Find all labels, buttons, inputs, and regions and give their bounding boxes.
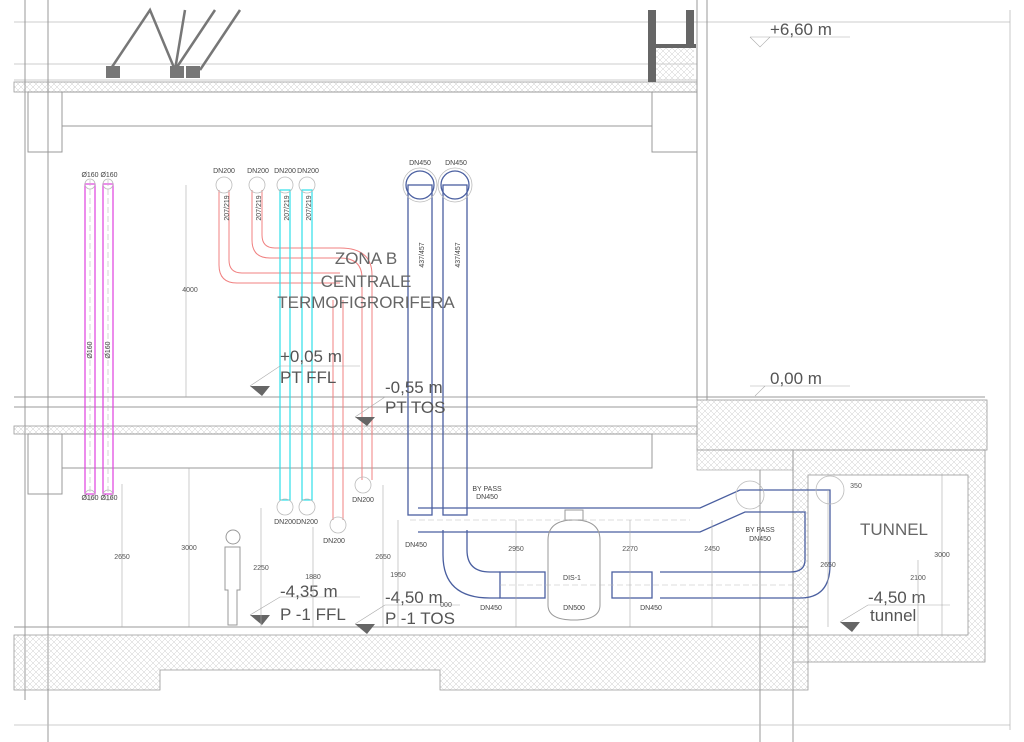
level-tunnel: -4,50 m — [868, 588, 926, 607]
pipes-d160 — [84, 178, 114, 501]
level-ground: 0,00 m — [770, 369, 822, 388]
level-p1-tos-label: P -1 TOS — [385, 609, 455, 628]
label-dn200: DN200 — [213, 168, 235, 175]
label-size-200: 207/219 — [256, 195, 263, 220]
label-size-200: 207/219 — [306, 195, 313, 220]
level-pt-tos-label: PT TOS — [385, 398, 445, 417]
label-d160: Ø160 — [100, 495, 117, 502]
dim-2650: 2650 — [375, 554, 391, 561]
label-dn450: DN450 — [476, 494, 498, 501]
zone-line-2: CENTRALE — [321, 272, 412, 291]
dim-2270: 2270 — [622, 546, 638, 553]
pipe-labels: Ø160 Ø160 Ø160 Ø160 Ø160 Ø160 DN200 DN20… — [81, 160, 775, 612]
label-d160: Ø160 — [100, 172, 117, 179]
level-pt-tos: -0,55 m — [385, 378, 443, 397]
dis-1-tank — [547, 519, 601, 621]
dim-2650: 2650 — [114, 554, 130, 561]
label-d160: Ø160 — [81, 495, 98, 502]
zone-line-3: TERMOFIGRORIFERA — [277, 293, 455, 312]
label-dn200: DN200 — [274, 519, 296, 526]
pipes-dn200 — [215, 176, 373, 534]
level-p1-tos: -4,50 m — [385, 588, 443, 607]
label-size-450: 437/457 — [419, 242, 426, 267]
zone-line-1: ZONA B — [335, 249, 397, 268]
label-d160-vertical: Ø160 — [87, 341, 94, 358]
label-dn450: DN450 — [445, 160, 467, 167]
person-figure — [224, 529, 241, 626]
label-size-200: 207/219 — [284, 195, 291, 220]
dim-2250: 2250 — [253, 565, 269, 572]
dim-2100: 2100 — [910, 575, 926, 582]
level-top: +6,60 m — [770, 20, 832, 39]
label-dn500: DN500 — [563, 605, 585, 612]
label-size-450: 437/457 — [455, 242, 462, 267]
label-dis-1: DIS-1 — [563, 575, 581, 582]
building-structure — [13, 0, 1011, 742]
dim-3000: 3000 — [934, 552, 950, 559]
label-dn200: DN200 — [352, 497, 374, 504]
level-p1-ffl: -4,35 m — [280, 582, 338, 601]
label-d160: Ø160 — [81, 172, 98, 179]
label-dn450: DN450 — [480, 605, 502, 612]
dim-1950: 1950 — [390, 572, 406, 579]
label-dn450: DN450 — [405, 542, 427, 549]
label-dn450: DN450 — [409, 160, 431, 167]
label-dn200: DN200 — [323, 538, 345, 545]
dim-2950: 2950 — [508, 546, 524, 553]
label-d160-vertical: Ø160 — [105, 341, 112, 358]
label-dn450: DN450 — [749, 536, 771, 543]
dim-2450: 2450 — [704, 546, 720, 553]
label-dn200: DN200 — [296, 519, 318, 526]
label-dn200: DN200 — [297, 168, 319, 175]
pipes-dn450 — [402, 167, 845, 621]
label-size-200: 207/219 — [224, 195, 231, 220]
dim-350: 350 — [850, 483, 862, 490]
dim-2650: 2650 — [820, 562, 836, 569]
level-pt-ffl-label: PT FFL — [280, 368, 336, 387]
zone-title: ZONA B CENTRALE TERMOFIGRORIFERA — [277, 249, 455, 312]
dim-1880: 1880 — [305, 574, 321, 581]
dim-4000: 4000 — [182, 287, 198, 294]
level-tunnel-label: tunnel — [870, 606, 916, 625]
level-markers: +6,60 m 0,00 m +0,05 m PT FFL -0,55 m PT… — [249, 20, 950, 634]
label-dn200: DN200 — [274, 168, 296, 175]
label-bypass: BY PASS — [472, 486, 502, 493]
tunnel-label: TUNNEL — [860, 520, 928, 539]
level-pt-ffl: +0,05 m — [280, 347, 342, 366]
label-dn450: DN450 — [640, 605, 662, 612]
label-bypass: BY PASS — [745, 527, 775, 534]
dim-000: 000 — [440, 602, 452, 609]
label-dn200: DN200 — [247, 168, 269, 175]
dimensions: 4000 2650 3000 2250 1880 2650 1950 000 2… — [114, 185, 950, 635]
dim-3000: 3000 — [181, 545, 197, 552]
